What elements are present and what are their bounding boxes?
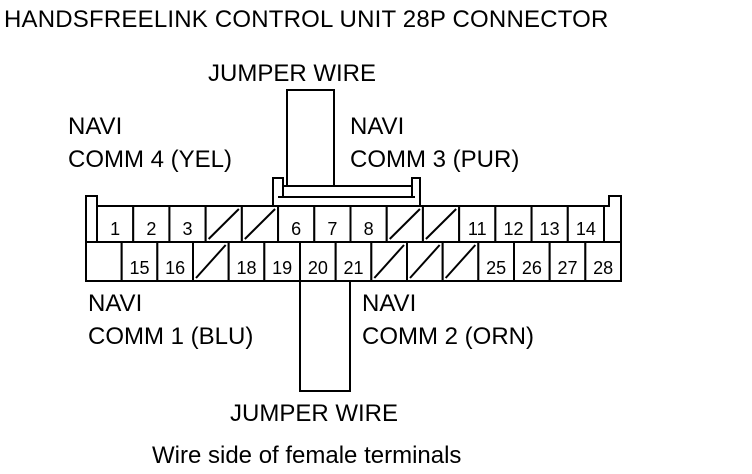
terminal-number: 27 [557,258,577,278]
terminal-number: 25 [486,258,506,278]
bottom-row-cavity-empty [406,241,444,282]
unused-cavity-slash [389,208,421,240]
jumper-wire-bottom [299,280,351,392]
navi-comm2-line1: NAVI [362,290,417,317]
diagram-caption: Wire side of female terminals [152,442,462,469]
terminal-number: 3 [183,219,193,239]
bottom-row-cavity-19: 19 [263,241,302,282]
terminal-number: 11 [468,219,487,239]
unused-cavity-slash [425,208,457,240]
top-row-cavity-14: 14 [566,205,605,243]
terminal-number: 18 [236,258,256,278]
top-row-cavity-7: 7 [313,205,352,243]
navi-comm2-line2: COMM 2 (ORN) [362,323,534,350]
bottom-row-cavity-empty [370,241,409,282]
terminal-number: 14 [576,219,596,239]
unused-cavity-slash [207,208,240,240]
bottom-row-cavity-16: 16 [156,241,194,282]
top-row-cavity-3: 3 [168,205,207,243]
unused-cavity-slash [195,244,227,279]
terminal-number: 7 [327,219,337,239]
top-row-cavity-1: 1 [96,205,135,243]
bottom-row-cavity-20: 20 [299,241,337,282]
top-row-cavity-empty [421,205,461,243]
terminal-number: 13 [540,219,560,239]
unused-cavity-slash [244,208,276,240]
bottom-row-cavity-18: 18 [227,241,266,282]
bottom-row-cavity-26: 26 [513,241,551,282]
top-row-cavity-12: 12 [494,205,533,243]
terminal-number: 21 [343,258,363,278]
bottom-row-cavity-28: 28 [584,241,622,282]
terminal-number: 2 [146,219,156,239]
unused-cavity-slash [444,244,477,279]
top-row-cavity-8: 8 [349,205,388,243]
terminal-number: 19 [272,258,292,278]
bottom-row-cavity-empty [192,241,230,282]
bottom-row-cavity-27: 27 [548,241,587,282]
jumper-wire-top-label: JUMPER WIRE [208,60,376,87]
jumper-wire-bottom-label: JUMPER WIRE [230,400,398,427]
connector-bottom-row: 15 16 18 19 20 21 25 26 27 28 [85,241,622,282]
terminal-number: 26 [522,258,542,278]
top-row-cavity-empty [204,205,243,243]
terminal-number: 1 [110,219,120,239]
top-row-cavity-2: 2 [132,205,171,243]
navi-comm2-label: NAVI COMM 2 (ORN) [362,287,534,353]
top-row-cavity-empty [240,205,280,243]
unused-cavity-slash [409,244,441,279]
terminal-number: 8 [364,219,374,239]
bottom-row-cavity-25: 25 [477,241,516,282]
top-row-cavity-11: 11 [458,205,497,243]
navi-comm1-line1: NAVI [88,290,143,317]
navi-comm4-line1: NAVI [68,113,123,140]
navi-comm4-line2: COMM 4 (YEL) [68,146,233,173]
terminal-number: 15 [129,258,149,278]
terminal-number: 12 [503,219,523,239]
unused-cavity-slash [373,244,405,279]
navi-comm4-label: NAVI COMM 4 (YEL) [68,110,232,176]
connector-latch [278,186,415,198]
top-row-cavity-6: 6 [277,205,316,243]
terminal-number: 20 [308,258,328,278]
navi-comm1-line2: COMM 1 (BLU) [88,323,254,350]
bottom-row-cavity-blank [85,241,123,282]
top-row-cavity-13: 13 [530,205,569,243]
terminal-number: 28 [593,258,613,278]
bottom-row-cavity-21: 21 [334,241,373,282]
navi-comm3-line1: NAVI [350,113,405,140]
navi-comm1-label: NAVI COMM 1 (BLU) [88,287,253,353]
navi-comm3-line2: COMM 3 (PUR) [350,146,520,173]
terminal-number: 16 [165,258,185,278]
bottom-row-cavity-empty [441,241,480,282]
bottom-row-cavity-15: 15 [120,241,159,282]
connector-title: HANDSFREELINK CONTROL UNIT 28P CONNECTOR [4,6,609,33]
top-row-cavity-empty [385,205,424,243]
navi-comm3-label: NAVI COMM 3 (PUR) [350,110,519,176]
terminal-number: 6 [291,219,301,239]
